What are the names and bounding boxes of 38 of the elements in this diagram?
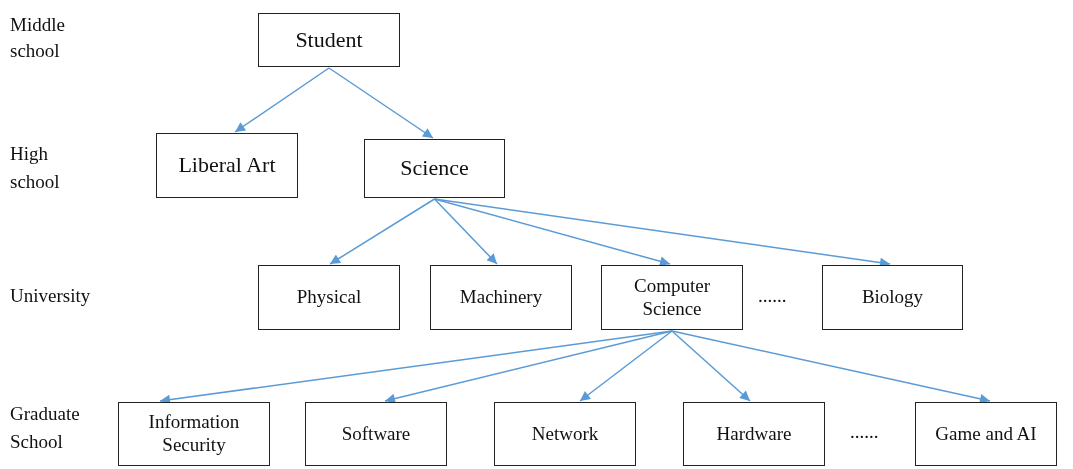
arrow [384, 330, 673, 404]
level-label: Graduate School [10, 402, 81, 454]
node-box [430, 265, 572, 330]
arrow [328, 67, 434, 139]
arrow [671, 330, 751, 402]
arrow [433, 198, 498, 265]
node-box [683, 402, 825, 466]
node-box [915, 402, 1057, 466]
node-box [822, 265, 963, 330]
level-label: ...... [850, 420, 880, 444]
node-box [305, 402, 447, 466]
node-label: Game and AI [935, 422, 1037, 446]
node-label: Information Security [147, 411, 241, 457]
node-label: Software [341, 422, 411, 446]
arrow [579, 330, 673, 402]
node-box [494, 402, 636, 466]
node-label: Hardware [716, 422, 792, 446]
level-label: High school [10, 142, 61, 194]
node-label: Network [531, 422, 599, 446]
node-box [258, 265, 400, 330]
arrow [329, 198, 436, 265]
level-label: University [10, 284, 92, 308]
node-box [601, 265, 743, 330]
level-label: Middle school [10, 13, 66, 63]
arrow [234, 67, 330, 133]
node-box [118, 402, 270, 466]
level-label: ...... [758, 284, 788, 308]
node-label: Physical [296, 286, 362, 309]
node-box [156, 133, 298, 198]
node-label: Science [400, 155, 469, 182]
node-label: Computer Science [633, 274, 711, 321]
arrow [671, 330, 991, 404]
node-box [364, 139, 505, 198]
node-label: Liberal Art [178, 152, 276, 179]
node-label: Student [295, 26, 363, 54]
node-box [258, 13, 400, 67]
node-label: Machinery [459, 286, 543, 309]
node-label: Biology [861, 286, 924, 309]
